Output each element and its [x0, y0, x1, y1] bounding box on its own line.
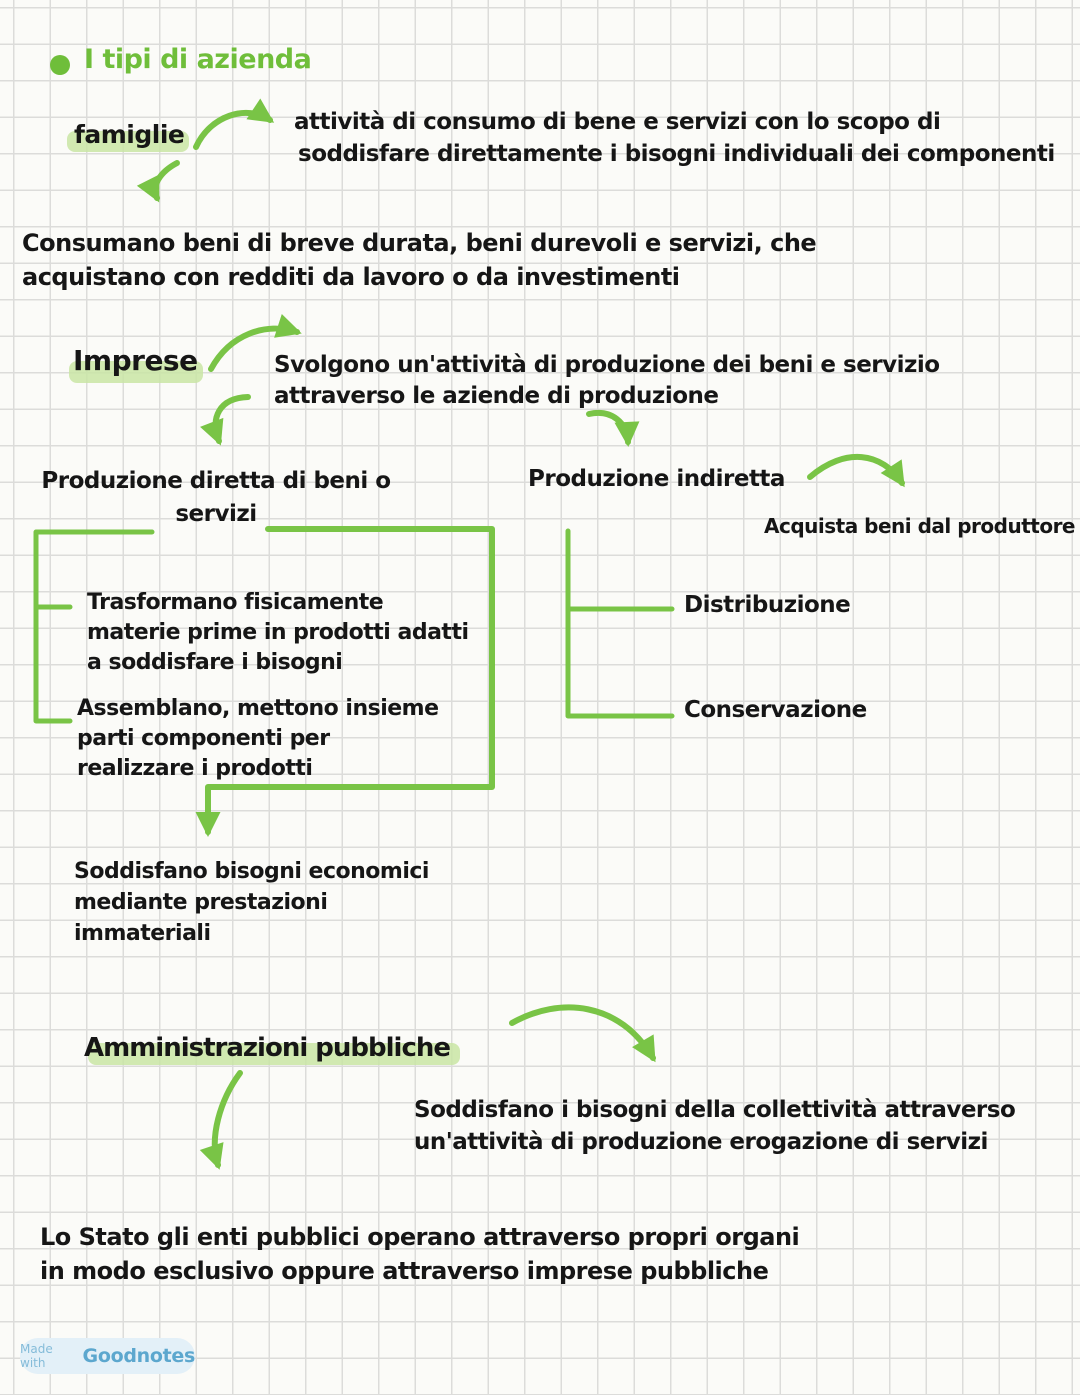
indiretta-item-conservazione: Conservazione	[684, 697, 867, 723]
diretta-result-line1: Soddisfano bisogni economici	[74, 859, 429, 884]
imprese-definition-line2: attraverso le aziende di produzione	[274, 383, 719, 409]
amministrazioni-definition-line2: un'attività di produzione erogazione di …	[414, 1129, 988, 1155]
diretta-result: Soddisfano bisogni economici mediante pr…	[74, 856, 429, 949]
famiglie-note-line1: Consumano beni di breve durata, beni dur…	[22, 229, 817, 257]
famiglie-definition: attività di consumo di bene e servizi co…	[294, 106, 1055, 170]
amministrazioni-note-line2: in modo esclusivo oppure attraverso impr…	[40, 1257, 769, 1285]
node-produzione-diretta: Produzione diretta di beni o servizi	[40, 465, 392, 531]
famiglie-note: Consumano beni di breve durata, beni dur…	[22, 226, 817, 294]
diretta-result-line2: mediante prestazioni	[74, 890, 328, 915]
trasformano-line3: a soddisfare i bisogni	[87, 650, 343, 675]
arrow-indiretta-to-acquista	[807, 453, 905, 488]
node-famiglie: famiglie	[74, 120, 185, 149]
connector-diretta-to-result	[195, 526, 495, 837]
assemblano-line3: realizzare i prodotti	[77, 756, 313, 781]
assemblano-line1: Assemblano, mettono insieme	[77, 696, 439, 721]
arrow-definition-to-produzione-diretta	[200, 394, 251, 446]
famiglie-note-line2: acquistano con redditi da lavoro o da in…	[22, 263, 680, 291]
highlight-famiglie	[67, 131, 189, 152]
arrow-famiglie-to-definition	[193, 98, 275, 150]
arrow-imprese-to-definition	[208, 313, 302, 372]
highlight-amministrazioni	[88, 1043, 460, 1065]
amministrazioni-definition-line1: Soddisfano i bisogni della collettività …	[414, 1097, 1016, 1123]
node-imprese: Imprese	[73, 344, 198, 377]
diretta-item-assemblano: Assemblano, mettono insieme parti compon…	[77, 694, 439, 784]
arrow-amministrazioni-to-definition	[509, 1004, 656, 1063]
famiglie-definition-line2: soddisfare direttamente i bisogni indivi…	[298, 141, 1055, 167]
goodnotes-logo: Goodnotes	[82, 1345, 196, 1367]
arrow-definition-to-produzione-indiretta	[586, 409, 640, 447]
arrow-amministrazioni-to-note	[199, 1070, 243, 1170]
trasformano-line1: Trasformano fisicamente	[87, 590, 384, 615]
imprese-definition: Svolgono un'attività di produzione dei b…	[274, 350, 940, 412]
amministrazioni-note-line1: Lo Stato gli enti pubblici operano attra…	[40, 1223, 800, 1251]
diretta-item-trasformano: Trasformano fisicamente materie prime in…	[87, 588, 469, 678]
trasformano-line2: materie prime in prodotti adatti	[87, 620, 469, 645]
famiglie-definition-line1: attività di consumo di bene e servizi co…	[294, 109, 941, 135]
produzione-diretta-line2: servizi	[175, 501, 257, 527]
indiretta-item-distribuzione: Distribuzione	[684, 592, 851, 618]
goodnotes-watermark: Made with Goodnotes	[20, 1338, 195, 1374]
title-bullet-icon	[50, 55, 70, 75]
page-title: I tipi di azienda	[84, 44, 312, 75]
node-produzione-indiretta: Produzione indiretta	[528, 466, 785, 492]
highlight-imprese	[69, 361, 203, 383]
indiretta-note: Acquista beni dal produttore	[764, 514, 1076, 538]
imprese-definition-line1: Svolgono un'attività di produzione dei b…	[274, 352, 940, 378]
bracket-indiretta-vertical	[565, 528, 675, 719]
amministrazioni-definition: Soddisfano i bisogni della collettività …	[414, 1094, 1016, 1158]
diretta-result-line3: immateriali	[74, 921, 211, 946]
bracket-diretta-vertical	[33, 529, 155, 724]
watermark-prefix: Made with	[20, 1342, 53, 1370]
produzione-diretta-line1: Produzione diretta di beni o	[41, 468, 391, 494]
node-amministrazioni-pubbliche: Amministrazioni pubbliche	[84, 1033, 451, 1063]
amministrazioni-note: Lo Stato gli enti pubblici operano attra…	[40, 1220, 800, 1288]
arrow-famiglie-to-note	[136, 160, 180, 203]
assemblano-line2: parti componenti per	[77, 726, 330, 751]
